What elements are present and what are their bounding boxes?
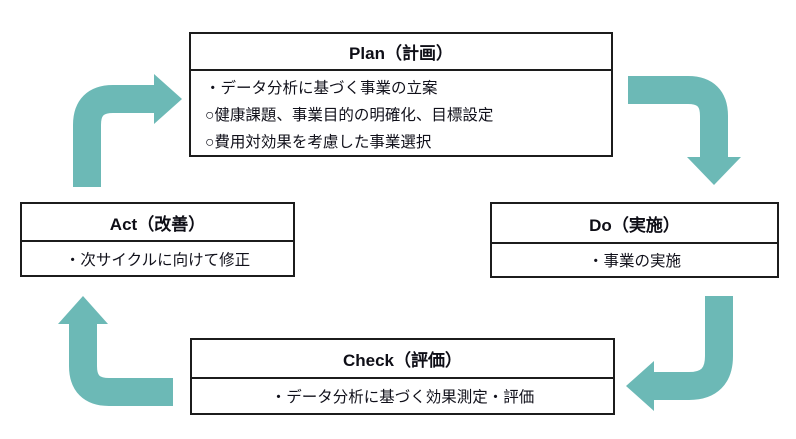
plan-box-title: Plan（計画） xyxy=(191,34,611,71)
plan-box-line-3: ○費用対効果を考慮した事業選択 xyxy=(205,134,432,151)
do-box-line-1: ・事業の実施 xyxy=(587,253,681,270)
plan-box-line-2: ○健康課題、事業目的の明確化、目標設定 xyxy=(205,107,494,124)
arrow-do-to-check-icon xyxy=(626,296,733,411)
plan-box-line-1: ・データ分析に基づく事業の立案 xyxy=(205,80,438,97)
arrow-act-to-plan-icon xyxy=(73,74,182,187)
do-box-title: Do（実施） xyxy=(492,204,777,244)
plan-box: Plan（計画） ・データ分析に基づく事業の立案 ○健康課題、事業目的の明確化、… xyxy=(189,32,613,157)
check-box-line-1: ・データ分析に基づく効果測定・評価 xyxy=(270,389,535,406)
check-box-title: Check（評価） xyxy=(192,340,613,379)
check-box: Check（評価） ・データ分析に基づく効果測定・評価 xyxy=(190,338,615,415)
arrow-plan-to-do-icon xyxy=(628,76,741,185)
do-box-body: ・事業の実施 xyxy=(492,244,777,276)
plan-box-body: ・データ分析に基づく事業の立案 ○健康課題、事業目的の明確化、目標設定 ○費用対… xyxy=(191,71,611,155)
act-box-line-1: ・次サイクルに向けて修正 xyxy=(64,251,251,269)
act-box: Act（改善） ・次サイクルに向けて修正 xyxy=(20,202,295,277)
arrow-check-to-act-icon xyxy=(58,296,173,406)
act-box-body: ・次サイクルに向けて修正 xyxy=(22,242,293,275)
act-box-title: Act（改善） xyxy=(22,204,293,242)
check-box-body: ・データ分析に基づく効果測定・評価 xyxy=(192,379,613,413)
do-box: Do（実施） ・事業の実施 xyxy=(490,202,779,278)
